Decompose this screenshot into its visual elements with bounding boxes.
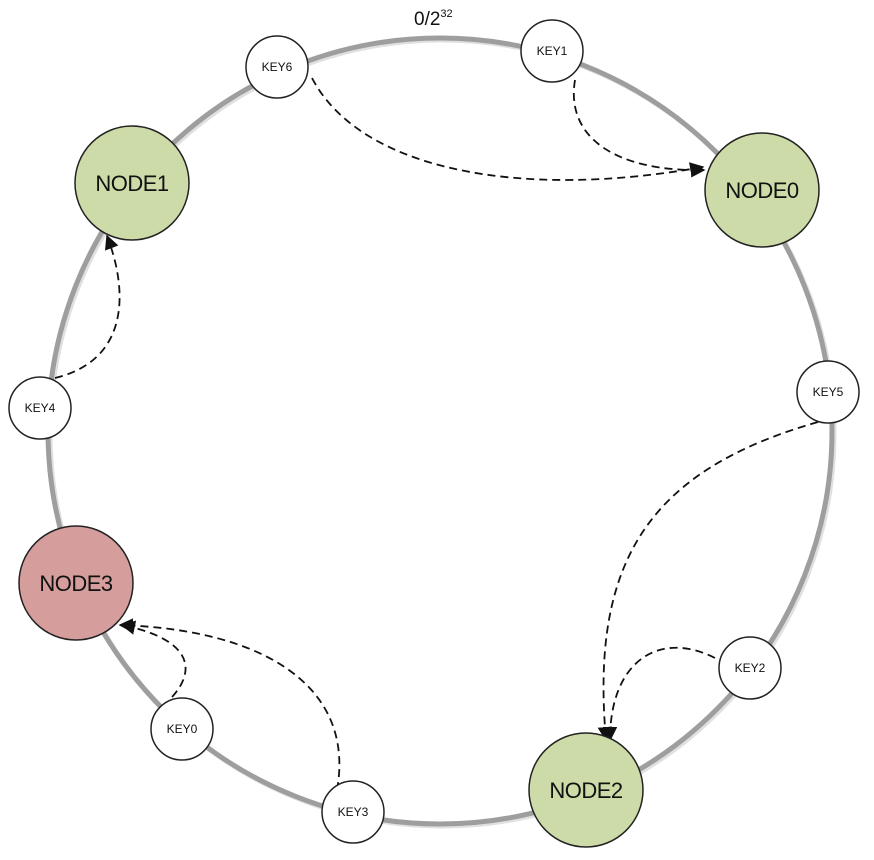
ring-origin-base: 0/2 [414,9,440,30]
key4-circle [8,376,72,440]
node0-circle [704,132,820,248]
key3-label: KEY3 [338,805,369,819]
key-key6: KEY6 [245,35,309,99]
key0-label: KEY0 [167,722,198,736]
key5-circle [796,360,860,424]
node-node0: NODE0 [704,132,820,248]
key-key4: KEY4 [8,376,72,440]
key2-circle [718,636,782,700]
node1-circle [74,125,190,241]
arrow-key1-to-node0 [572,79,706,178]
key1-label: KEY1 [537,44,568,58]
node-node2: NODE2 [528,732,644,848]
key-key0: KEY0 [150,697,214,761]
arrow-key6-to-node0 [311,77,705,181]
ring-origin-label: 0/232 [414,8,453,30]
key6-circle [245,35,309,99]
node3-label: NODE3 [39,571,113,596]
arrow-key3-to-node3 [118,618,341,791]
node0-label: NODE0 [725,178,799,203]
key-key2: KEY2 [718,636,782,700]
key-key5: KEY5 [796,360,860,424]
arrow-key0-to-node3 [120,620,187,698]
node2-label: NODE2 [549,778,623,803]
arrow-key5-to-node2 [597,421,819,742]
key-key3: KEY3 [321,780,385,844]
key4-label: KEY4 [25,401,56,415]
key6-label: KEY6 [262,60,293,74]
key3-circle [321,780,385,844]
key0-circle [150,697,214,761]
node2-circle [528,732,644,848]
ring-origin-exponent: 32 [440,8,452,20]
node-node1: NODE1 [74,125,190,241]
node3-circle [18,525,134,641]
key1-circle [520,19,584,83]
key5-label: KEY5 [813,385,844,399]
node1-label: NODE1 [95,171,169,196]
key-key1: KEY1 [520,19,584,83]
key2-label: KEY2 [735,661,766,675]
node-node3: NODE3 [18,525,134,641]
